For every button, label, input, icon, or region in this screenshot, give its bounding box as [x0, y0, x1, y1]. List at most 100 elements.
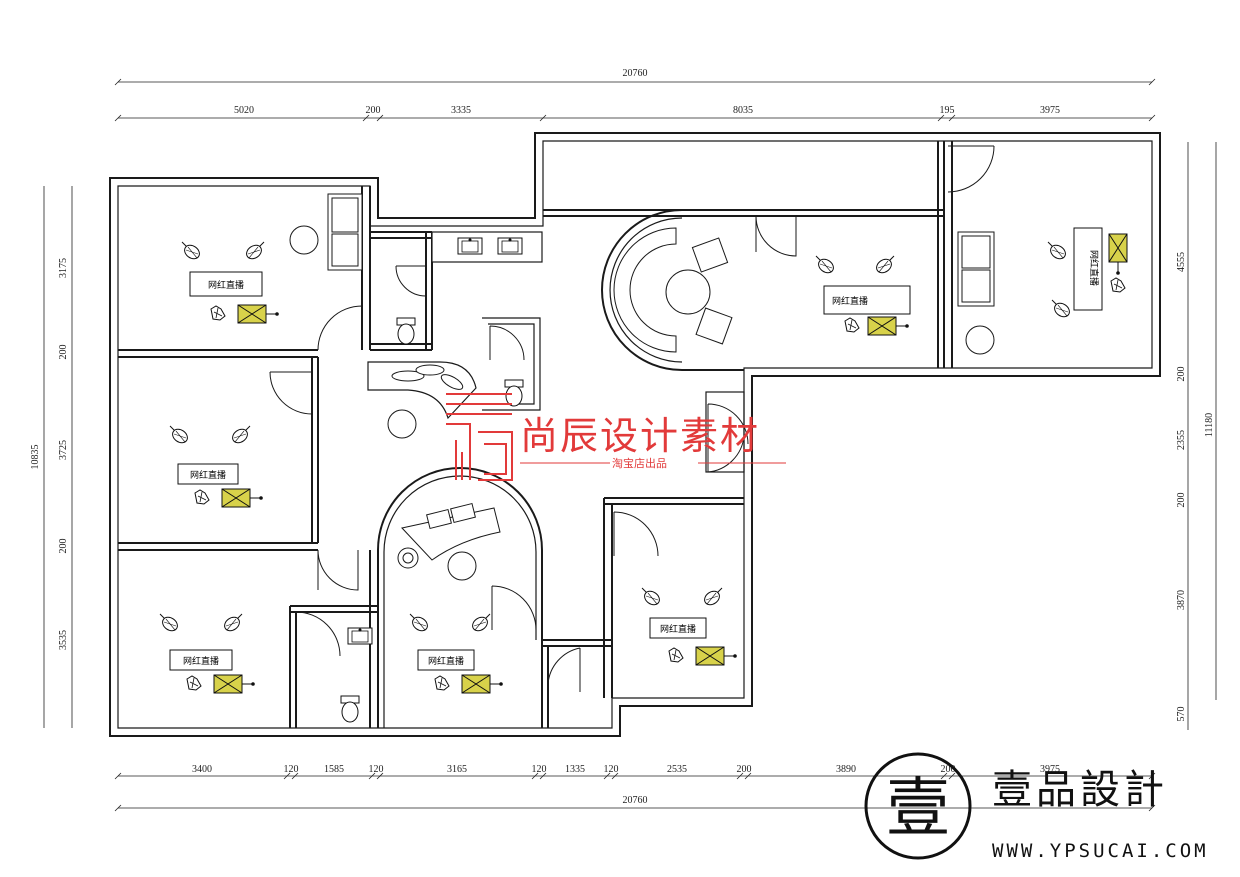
studio-room-7: 网红直播: [1047, 227, 1128, 321]
dim-tick: [376, 772, 384, 780]
camera-icon: [434, 675, 450, 691]
dim-top-seg: 195: [940, 105, 955, 116]
dim-left-seg: 3175: [58, 258, 69, 278]
dim-bottom-seg: 1585: [324, 764, 344, 775]
dim-top-seg: 5020: [234, 105, 254, 116]
studio-label: 网红直播: [832, 295, 868, 307]
lamp-icon: [815, 255, 837, 277]
studio-room-3: 网红直播: [159, 613, 256, 694]
dim-tick: [948, 772, 956, 780]
dim-left-seg: 3725: [58, 440, 69, 460]
dim-top-seg: 8035: [733, 105, 753, 116]
dim-tick: [362, 114, 370, 122]
watermark-logo-icon: [446, 393, 786, 481]
watermark-title: 尚辰设计素材: [520, 414, 761, 458]
brand-logo-char: 壹: [886, 772, 950, 846]
dim-tick: [1148, 772, 1156, 780]
lamp-icon: [229, 425, 251, 447]
dim-tick: [1148, 804, 1156, 812]
dim-left-seg: 200: [58, 345, 69, 360]
lamp-icon: [169, 425, 191, 447]
dim-right-seg: 200: [1176, 493, 1187, 508]
lamp-icon: [469, 613, 491, 635]
fill-light-icon: [461, 674, 504, 694]
dim-bottom-seg: 3975: [1040, 764, 1060, 775]
sink-icon: [457, 237, 483, 255]
lamp-icon: [409, 613, 431, 635]
dim-right-seg: 200: [1176, 367, 1187, 382]
fill-light-icon: [1108, 233, 1128, 276]
dim-tick: [736, 772, 744, 780]
camera-icon: [668, 647, 684, 663]
dim-tick: [291, 772, 299, 780]
dim-tick: [368, 772, 376, 780]
dim-tick: [283, 772, 291, 780]
dim-tick: [114, 804, 122, 812]
dim-tick: [744, 772, 752, 780]
sink-icon: [347, 627, 373, 645]
dim-tick: [539, 114, 547, 122]
dim-right-seg: 4555: [1176, 252, 1187, 272]
dim-tick: [1148, 78, 1156, 86]
studio-room-1: 网红直播: [181, 241, 280, 324]
dim-tick: [376, 114, 384, 122]
fill-light-icon: [695, 646, 738, 666]
camera-icon: [210, 305, 226, 321]
studio-room-5: 网红直播: [641, 587, 738, 666]
dim-bottom-seg: 2535: [667, 764, 687, 775]
dim-left-total: 10835: [30, 445, 41, 470]
dim-tick: [937, 114, 945, 122]
dim-left-seg: 3535: [58, 630, 69, 650]
brand-url: WWW.YPSUCAI.COM: [992, 840, 1209, 862]
dim-right-seg: 3870: [1176, 590, 1187, 610]
dim-bottom-seg: 200: [941, 764, 956, 775]
dim-bottom-total: 20760: [623, 795, 648, 806]
studio-label: 网红直播: [428, 655, 464, 667]
studio-room-4: 网红直播: [409, 613, 504, 694]
camera-icon: [194, 489, 210, 505]
toilet-icon: [396, 317, 416, 345]
dim-right: 11180 4555 200 2355 200 3870 570: [1176, 252, 1215, 722]
lamp-icon: [159, 613, 181, 635]
dim-tick: [611, 772, 619, 780]
dim-top-segments: 5020 200 3335 8035 195 3975: [234, 105, 1060, 116]
dim-top-total: 20760: [623, 68, 648, 79]
dim-tick: [940, 772, 948, 780]
watermark-subtitle: 淘宝店出品: [612, 457, 667, 470]
toilet-icon: [340, 695, 360, 723]
lamp-icon: [181, 241, 203, 263]
dim-tick: [114, 114, 122, 122]
dim-bottom-seg: 120: [369, 764, 384, 775]
brand-name: 壹品設計: [992, 767, 1168, 813]
fill-light-icon: [221, 488, 264, 508]
camera-icon: [1110, 277, 1126, 293]
dim-right-seg: 570: [1176, 707, 1187, 722]
dim-tick: [1148, 114, 1156, 122]
camera-icon: [844, 317, 860, 333]
fill-light-icon: [237, 304, 280, 324]
dim-top-seg: 3975: [1040, 105, 1060, 116]
dim-tick: [114, 78, 122, 86]
lamp-icon: [243, 241, 265, 263]
dim-top-seg: 3335: [451, 105, 471, 116]
doors: [269, 145, 995, 692]
brand-seal-icon: [864, 752, 972, 860]
studio-label: 网红直播: [190, 469, 226, 481]
lamp-icon: [1047, 241, 1069, 263]
studio-room-6: 网红直播: [815, 255, 911, 336]
fill-light-icon: [213, 674, 256, 694]
furniture: [289, 193, 995, 581]
studio-label: 网红直播: [208, 279, 244, 291]
lamp-icon: [873, 255, 895, 277]
dim-bottom-seg: 1335: [565, 764, 585, 775]
dim-top-seg: 200: [366, 105, 381, 116]
dim-tick: [603, 772, 611, 780]
dim-bottom-seg: 3890: [836, 764, 856, 775]
fill-light-icon: [867, 316, 910, 336]
dim-tick: [539, 772, 547, 780]
dim-bottom-seg: 120: [532, 764, 547, 775]
dim-right-seg: 2355: [1176, 430, 1187, 450]
lamp-icon: [1051, 299, 1073, 321]
dim-tick: [531, 772, 539, 780]
